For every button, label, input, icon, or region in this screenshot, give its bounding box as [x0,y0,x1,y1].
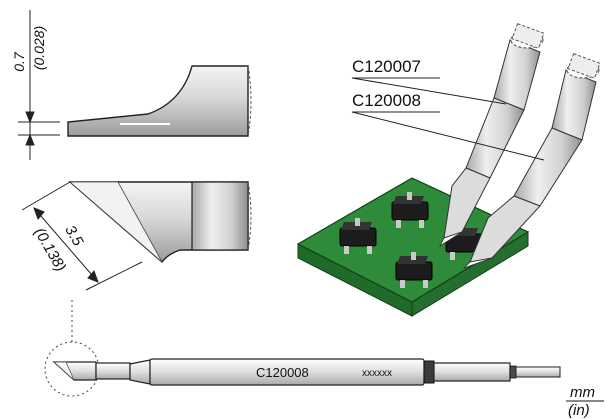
sot-chip [339,218,377,254]
cartridge-model-label: C120008 [256,365,309,380]
pcb-scene [296,23,601,317]
top-view-shoulder [191,181,249,251]
cartridge [44,341,561,397]
model-label-c120007: C120007 [352,57,421,76]
arrow-down-icon [25,111,35,124]
cartridge-collar [423,360,435,384]
thickness-in-label: (0.028) [31,26,47,70]
top-view [68,181,252,264]
cartridge-pin [515,366,561,378]
sot-chip [395,252,433,288]
top-view-bevel [68,181,163,263]
tip-c120007 [438,23,545,248]
cartridge-rear-ring [509,365,517,379]
unit-mm-label: mm [570,384,595,401]
leader-c120008 [351,111,545,161]
side-view-tip-body [67,65,249,137]
tip-c120008 [463,53,601,269]
cartridge-rear-shaft [433,362,511,382]
side-view-end-cap [247,65,252,137]
cartridge-taper [129,359,151,385]
cartridge-serial-label: xxxxxx [362,368,392,379]
thickness-dimension [18,10,60,160]
model-label-c120008: C120008 [352,91,421,110]
cartridge-neck [95,362,131,380]
cartridge-tip-bevel [53,361,75,381]
width-mm-label: 3.5 [61,222,86,249]
thickness-mm-label: 0.7 [11,51,27,72]
top-view-end-cap [247,181,252,251]
side-view [67,65,252,137]
width-dimension [21,181,143,291]
arrow-up-left-icon [33,207,45,220]
arrow-down-right-icon [87,270,99,283]
unit-in-label: (in) [568,402,590,419]
leader-c120007 [351,77,507,105]
arrow-up-icon [25,133,35,146]
sot-chip [391,192,429,228]
